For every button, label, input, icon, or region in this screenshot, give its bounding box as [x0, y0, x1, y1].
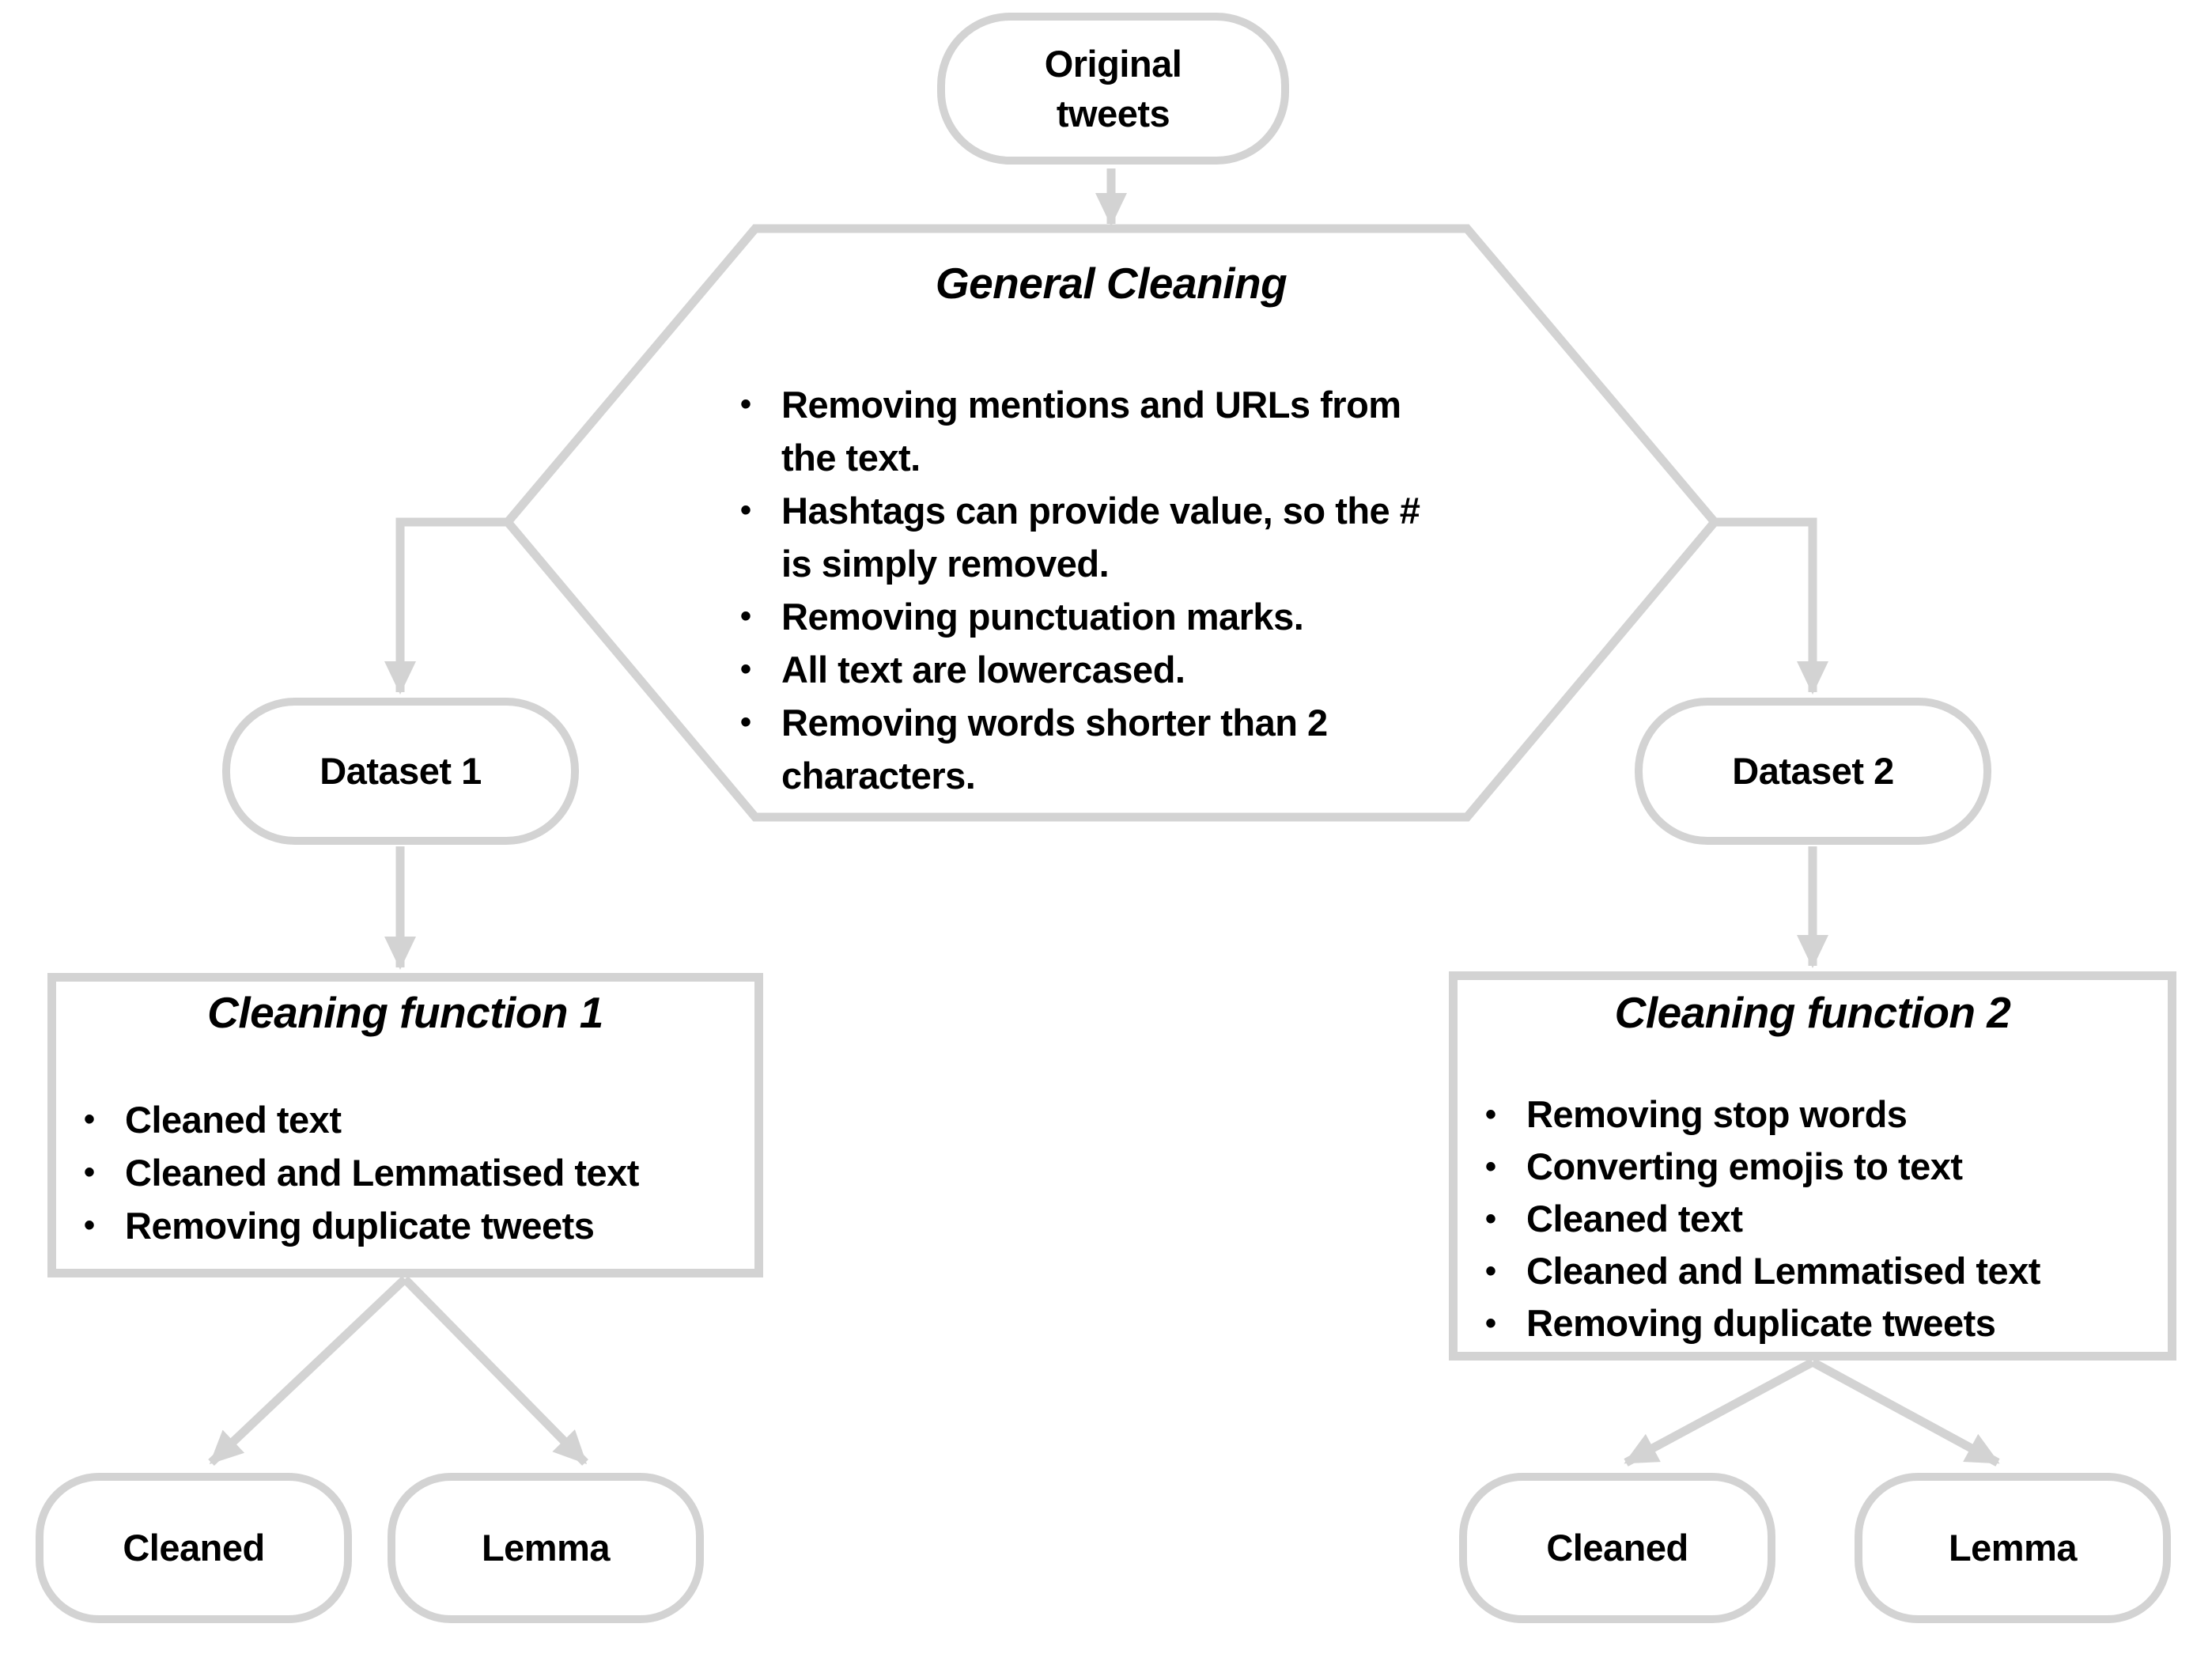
bullet-text: Removing duplicate tweets: [1526, 1302, 1996, 1344]
bullet-item: • Removing mentions and URLs from the te…: [740, 378, 1642, 484]
bullet-item: • Converting emojis to text: [1485, 1141, 2165, 1193]
bullet-text: Cleaned text: [125, 1099, 342, 1141]
bullet-dot-icon: •: [740, 652, 751, 687]
bullet-dot-icon: •: [1485, 1306, 1496, 1341]
bullet-text: Converting emojis to text: [1526, 1145, 1963, 1187]
node-dataset-2: Dataset 2: [1635, 698, 1991, 845]
arrow-function1-to-lemma: [402, 1276, 588, 1466]
cleaning-function-2-title: Cleaning function 2: [1614, 988, 2011, 1037]
bullet-item: • Removing duplicate tweets: [1485, 1297, 2165, 1349]
general-cleaning-bullet-list: • Removing mentions and URLs from the te…: [740, 378, 1642, 802]
node-dataset-1: Dataset 1: [222, 698, 579, 845]
general-cleaning-title: General Cleaning: [935, 259, 1287, 308]
bullet-item: • Removing stop words: [1485, 1088, 2165, 1141]
node-lemma-right: Lemma: [1855, 1473, 2171, 1623]
bullet-dot-icon: •: [1485, 1149, 1496, 1184]
bullet-dot-icon: •: [740, 493, 751, 528]
box-cleaning-function-1: [47, 973, 763, 1277]
bullet-text: Removing words shorter than 2 characters…: [781, 702, 1328, 797]
bullet-text: All text are lowercased.: [781, 649, 1185, 691]
bullet-dot-icon: •: [740, 705, 751, 740]
bullet-text: Removing punctuation marks.: [781, 596, 1304, 638]
bullet-item: • Removing words shorter than 2 characte…: [740, 696, 1642, 802]
bullet-item: • All text are lowercased.: [740, 643, 1642, 696]
bullet-text: Cleaned text: [1526, 1198, 1743, 1240]
cleaning-function-2-bullet-list: • Removing stop words • Converting emoji…: [1485, 1088, 2165, 1349]
bullet-text: Removing duplicate tweets: [125, 1205, 595, 1247]
bullet-item: • Cleaned and Lemmatised text: [1485, 1245, 2165, 1297]
arrow-cleaning-to-dataset2: [1715, 517, 1828, 695]
bullet-item: • Cleaned and Lemmatised text: [84, 1146, 748, 1199]
bullet-item: • Cleaned text: [1485, 1193, 2165, 1245]
bullet-dot-icon: •: [84, 1155, 95, 1190]
arrow-function2-to-lemma: [1810, 1358, 2000, 1467]
cleaning-function-1-title: Cleaning function 1: [207, 988, 603, 1037]
bullet-dot-icon: •: [1485, 1097, 1496, 1132]
bullet-text: Hashtags can provide value, so the # is …: [781, 490, 1420, 585]
bullet-text: Cleaned and Lemmatised text: [125, 1152, 639, 1194]
node-cleaned-left: Cleaned: [36, 1473, 352, 1623]
cleaning-function-1-bullet-list: • Cleaned text • Cleaned and Lemmatised …: [84, 1093, 748, 1252]
bullet-text: Cleaned and Lemmatised text: [1526, 1250, 2040, 1292]
original-tweets-label: Original tweets: [1044, 42, 1182, 134]
dataset-2-label: Dataset 2: [1732, 750, 1894, 793]
lemma-right-label: Lemma: [1948, 1527, 2078, 1569]
bullet-item: • Removing duplicate tweets: [84, 1199, 748, 1252]
dataset-1-label: Dataset 1: [320, 750, 482, 793]
bullet-dot-icon: •: [740, 599, 751, 634]
node-cleaned-right: Cleaned: [1459, 1473, 1775, 1623]
bullet-dot-icon: •: [1485, 1254, 1496, 1289]
node-original-tweets: Original tweets: [937, 13, 1289, 165]
box-cleaning-function-2: [1449, 971, 2176, 1361]
node-lemma-left: Lemma: [388, 1473, 704, 1623]
bullet-text: Removing stop words: [1526, 1093, 1908, 1135]
bullet-dot-icon: •: [84, 1102, 95, 1137]
cleaned-left-label: Cleaned: [123, 1527, 265, 1569]
arrow-cleaning-to-dataset1: [384, 517, 508, 695]
bullet-item: • Removing punctuation marks.: [740, 590, 1642, 643]
bullet-item: • Hashtags can provide value, so the # i…: [740, 484, 1642, 590]
cleaned-right-label: Cleaned: [1546, 1527, 1688, 1569]
bullet-dot-icon: •: [84, 1208, 95, 1243]
bullet-dot-icon: •: [740, 387, 751, 422]
bullet-dot-icon: •: [1485, 1202, 1496, 1236]
lemma-left-label: Lemma: [481, 1527, 611, 1569]
arrow-function2-to-cleaned: [1624, 1358, 1815, 1467]
arrow-function1-to-cleaned: [208, 1276, 408, 1466]
bullet-item: • Cleaned text: [84, 1093, 748, 1146]
bullet-text: Removing mentions and URLs from the text…: [781, 384, 1401, 479]
